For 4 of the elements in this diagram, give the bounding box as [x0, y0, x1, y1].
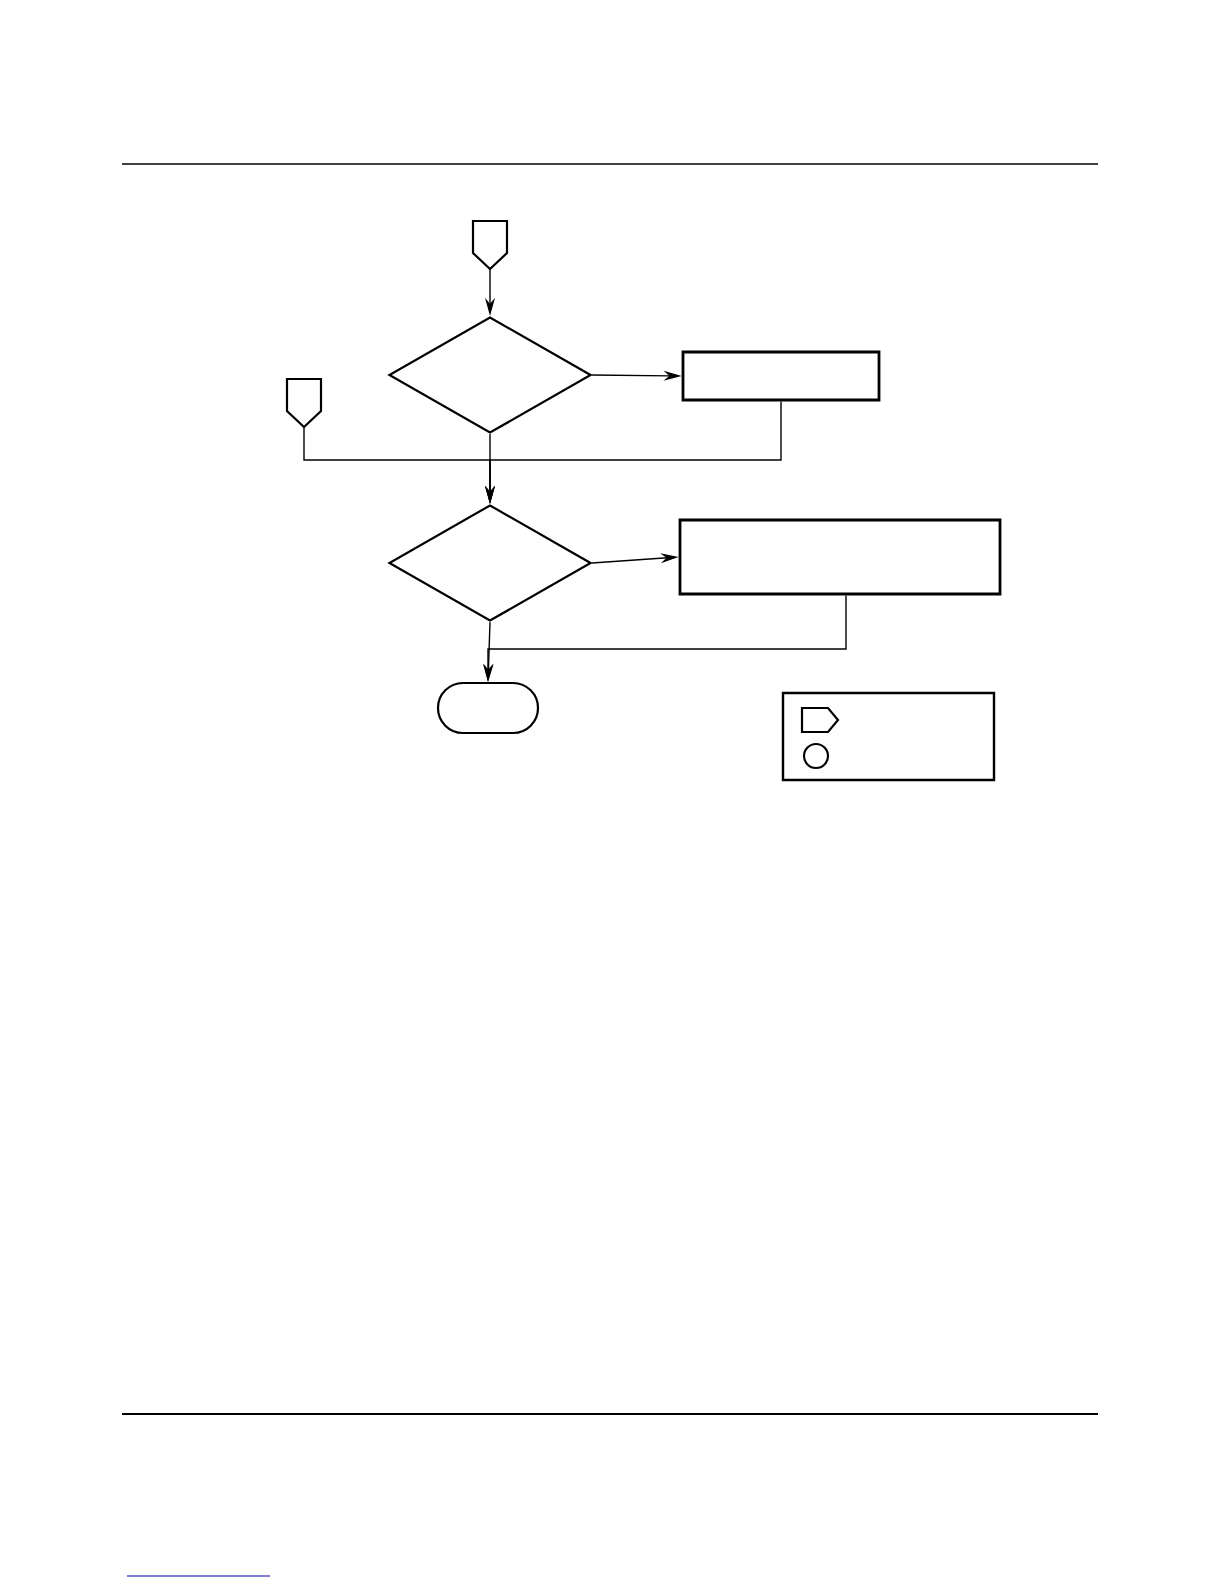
process-box	[678, 518, 1002, 596]
process-box	[681, 350, 881, 402]
connector-symbol	[285, 377, 323, 429]
connector-symbol	[471, 219, 509, 271]
